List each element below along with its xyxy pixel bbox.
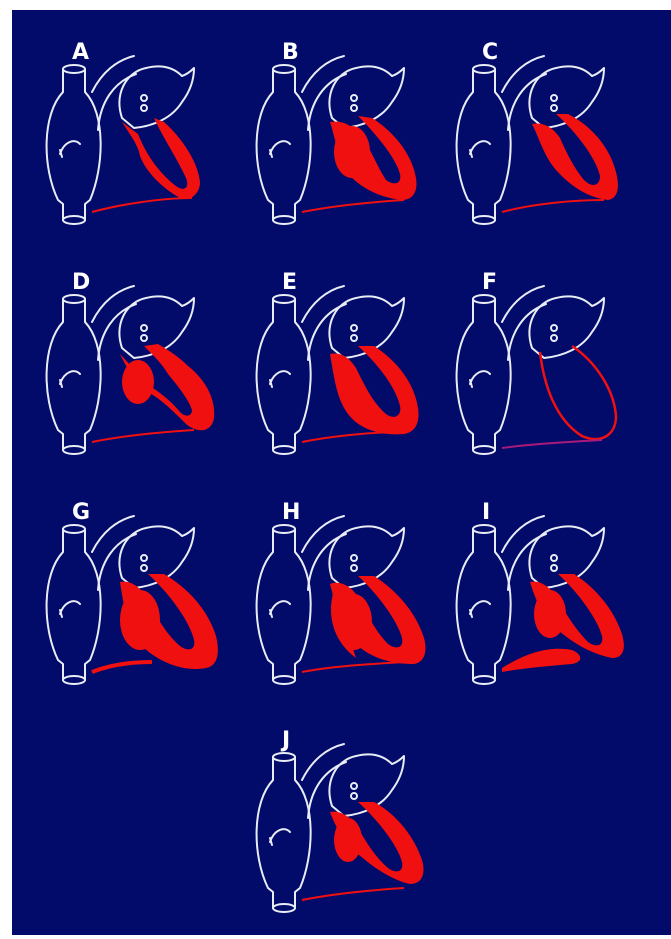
panel-label: C: [482, 40, 498, 65]
panel-label: I: [482, 500, 490, 525]
panel-label: D: [72, 270, 90, 295]
panel-a: A: [22, 22, 222, 242]
panel-f: F: [432, 252, 632, 472]
panel-illustration: [22, 252, 222, 472]
panel-label: G: [72, 500, 90, 525]
panel-illustration: [232, 22, 432, 242]
diagram-canvas: A B: [12, 10, 671, 935]
panel-label: A: [72, 40, 89, 65]
panel-illustration: [232, 252, 432, 472]
panel-illustration: [432, 252, 632, 472]
panel-c: C: [432, 22, 632, 242]
panel-e: E: [232, 252, 432, 472]
panel-illustration: [22, 482, 222, 702]
panel-label: F: [482, 270, 497, 295]
panel-label: B: [282, 40, 299, 65]
panel-h: H: [232, 482, 432, 702]
panel-g: G: [22, 482, 222, 702]
panel-illustration: [232, 710, 432, 930]
panel-label: E: [282, 270, 297, 295]
panel-illustration: [432, 482, 632, 702]
panel-label: J: [282, 728, 290, 753]
panel-label: H: [282, 500, 300, 525]
panel-illustration: [432, 22, 632, 242]
panel-j: J: [232, 710, 432, 930]
panel-i: I: [432, 482, 632, 702]
panel-b: B: [232, 22, 432, 242]
panel-d: D: [22, 252, 222, 472]
panel-illustration: [232, 482, 432, 702]
panel-illustration: [22, 22, 222, 242]
